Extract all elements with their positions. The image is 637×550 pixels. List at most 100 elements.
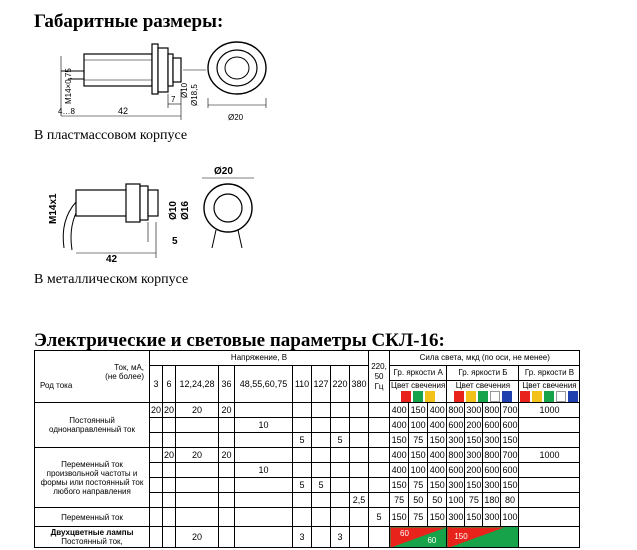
- empty-cell: [234, 402, 294, 418]
- dimensions-title: Габаритные размеры:: [34, 11, 224, 32]
- volt-110: 110: [292, 365, 313, 403]
- empty-cell: [330, 417, 351, 433]
- empty-cell: [218, 462, 236, 478]
- dual-a-left: 60: [400, 529, 409, 538]
- r2-a-1-2: 400: [427, 462, 448, 478]
- swatch-blue: [501, 391, 512, 402]
- empty-cell: [162, 492, 177, 508]
- r1-b-2-1: 150: [464, 432, 484, 448]
- fig2-offset-label: 5: [172, 236, 178, 247]
- empty-cell: [292, 447, 313, 463]
- color-b-cell: Цвет свечения: [446, 380, 520, 403]
- r1-c6: 20: [162, 402, 177, 418]
- r1-a-2-2: 150: [427, 432, 448, 448]
- r3-c50: 5: [368, 507, 391, 527]
- volt-36: 36: [218, 365, 236, 403]
- row4-label-rest: Постоянный ток,: [61, 537, 123, 546]
- empty-cell: [292, 417, 313, 433]
- empty-cell: [175, 417, 220, 433]
- r2-c127: 5: [311, 477, 332, 493]
- empty-cell: [330, 462, 351, 478]
- swatch-yellow: [465, 391, 476, 402]
- empty-cell: [234, 492, 294, 508]
- dual-color-b: 150: [446, 526, 520, 548]
- empty-cell: [311, 432, 332, 448]
- fig1-offset-label: 7: [171, 95, 176, 104]
- group-b-header: Гр. яркости Б: [446, 365, 520, 381]
- empty-cell: [349, 526, 370, 548]
- empty-cell: [330, 477, 351, 493]
- row4-label: Двухцветные лампы Постоянный ток,: [34, 526, 150, 548]
- r1-c12: 20: [175, 402, 220, 418]
- plastic-housing-front-view: Ø20: [207, 41, 267, 122]
- empty-cell: [368, 492, 391, 508]
- r1-a-1-0: 400: [389, 417, 410, 433]
- color-c-label: Цвет свечения: [522, 381, 577, 390]
- table-row: Цвет свечения Цвет свечения Цвет свечени…: [35, 380, 581, 403]
- r3-b-1: 150: [464, 507, 484, 527]
- row1-label: Постоянный однонаправленный ток: [34, 402, 150, 448]
- fig2-d16-label: Ø16: [180, 201, 191, 220]
- empty-cell: [218, 492, 236, 508]
- r2-a-1-1: 100: [408, 462, 429, 478]
- row3-label: Переменный ток: [34, 507, 150, 527]
- fig1-d10-label: Ø10: [180, 82, 189, 98]
- r2-a-2-1: 75: [408, 477, 429, 493]
- empty-cell: [330, 447, 351, 463]
- empty-cell: [368, 462, 391, 478]
- fig1-length-label: 42: [118, 106, 128, 116]
- r2-b-1-1: 200: [464, 462, 484, 478]
- r1-b-0-2: 800: [482, 402, 502, 418]
- r1-b-2-2: 300: [482, 432, 502, 448]
- empty-cell: [234, 432, 294, 448]
- empty-cell: [234, 447, 294, 463]
- empty-cell: [518, 462, 581, 478]
- empty-cell: [175, 432, 220, 448]
- plastic-housing-drawing: 42 4…8 7 М14×0,75 Ø10 Ø18,5: [58, 43, 206, 120]
- empty-cell: [175, 462, 220, 478]
- metal-housing-caption: В металлическом корпусе: [34, 272, 189, 287]
- empty-cell: [148, 432, 164, 448]
- r2-a-3-1: 50: [408, 492, 429, 508]
- empty-cell: [162, 462, 177, 478]
- r1-b-0-3: 700: [500, 402, 520, 418]
- row4-label-bold: Двухцветные лампы: [50, 528, 134, 537]
- r1-a-1-2: 400: [427, 417, 448, 433]
- empty-cell: [518, 507, 581, 527]
- metal-housing-front-view: Ø20: [202, 166, 254, 249]
- empty-cell: [175, 492, 220, 508]
- r2-b-3-1: 75: [464, 492, 484, 508]
- r1-a-0-1: 150: [408, 402, 429, 418]
- empty-cell: [148, 462, 164, 478]
- r1-a-0-0: 400: [389, 402, 410, 418]
- empty-cell: [311, 492, 332, 508]
- table-row: Ток, мА, (не более) Род тока Напряжение,…: [34, 350, 581, 403]
- empty-cell: [292, 492, 313, 508]
- metal-housing-drawing: 42 5 М14х1 Ø10 Ø16: [48, 183, 191, 265]
- swatch-white: [556, 391, 567, 402]
- swatch-green: [544, 391, 555, 402]
- empty-cell: [234, 477, 294, 493]
- swatch-yellow: [532, 391, 543, 402]
- r2-b-0-0: 800: [446, 447, 466, 463]
- table-row: 5 5 150 75 150 300 150 300 150: [35, 477, 581, 493]
- header-kind-label: Род тока: [40, 381, 73, 390]
- r1-b-0-0: 800: [446, 402, 466, 418]
- r2-b-2-2: 300: [482, 477, 502, 493]
- empty-cell: [148, 477, 164, 493]
- empty-cell: [162, 507, 177, 527]
- empty-cell: [292, 402, 313, 418]
- empty-cell: [162, 432, 177, 448]
- empty-cell: [518, 432, 581, 448]
- params-table: Ток, мА, (не более) Род тока Напряжение,…: [34, 350, 581, 548]
- r2-c6: 20: [162, 447, 177, 463]
- color-c-cell: Цвет свечения: [518, 380, 581, 403]
- r1-c220: 5: [330, 432, 351, 448]
- swatch-green: [413, 391, 424, 402]
- empty-cell: [148, 507, 164, 527]
- dual-b-value: 150: [454, 532, 468, 541]
- r1-a-2-1: 75: [408, 432, 429, 448]
- swatch-blue: [568, 391, 579, 402]
- fig2-thread-label: М14х1: [48, 193, 59, 224]
- empty-cell: [368, 447, 391, 463]
